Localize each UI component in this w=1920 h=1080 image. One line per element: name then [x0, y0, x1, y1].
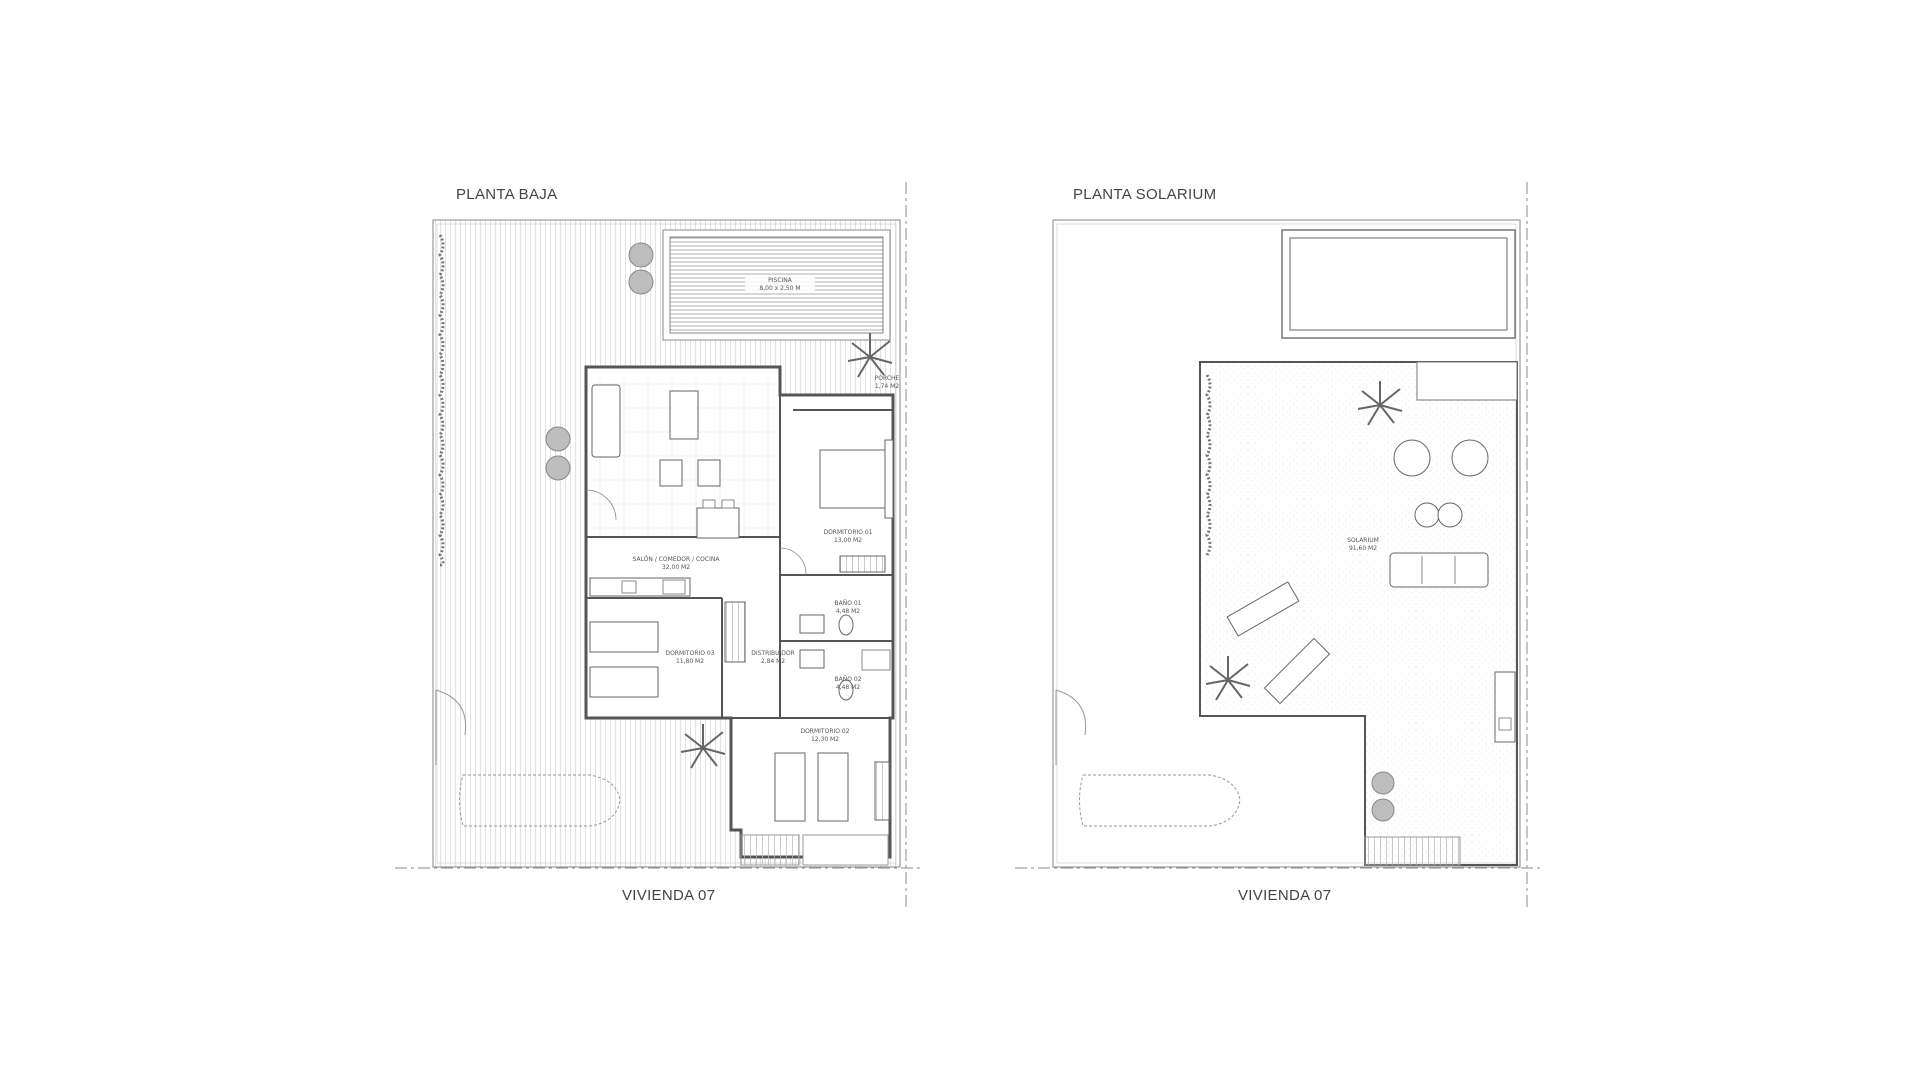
palm-icon — [1205, 656, 1251, 701]
room-area: 32,00 M2 — [662, 564, 690, 571]
room-area: 13,00 M2 — [834, 537, 862, 544]
left-plan-caption: VIVIENDA 07 — [622, 887, 716, 904]
palm-icon — [1357, 381, 1403, 426]
pool: PISCINA 8,00 x 2,50 M — [662, 229, 891, 341]
room-label: SOLARIUM — [1347, 537, 1379, 544]
planta-solarium-plan: SOLARIUM 91,60 M2 — [1015, 182, 1540, 910]
palm-icon — [847, 333, 893, 378]
right-plan-title: PLANTA SOLARIUM — [1073, 186, 1217, 203]
room-label: BAÑO 02 — [835, 676, 862, 683]
room-label: DORMITORIO 03 — [665, 650, 714, 657]
room-area: 2,84 M2 — [761, 658, 785, 665]
room-area: 1,74 M2 — [875, 383, 899, 390]
pool-size: 8,00 x 2,50 M — [759, 285, 800, 292]
room-area: 4,48 M2 — [836, 608, 860, 615]
room-area: 11,80 M2 — [676, 658, 704, 665]
planta-baja-plan: PISCINA 8,00 x 2,50 M — [395, 182, 920, 910]
room-label: DORMITORIO 02 — [800, 728, 849, 735]
room-label: BAÑO 01 — [835, 600, 862, 607]
room-label: DISTRIBUIDOR — [751, 650, 795, 657]
room-label: DORMITORIO 01 — [823, 529, 872, 536]
right-plan-caption: VIVIENDA 07 — [1238, 887, 1332, 904]
pool-label: PISCINA — [768, 277, 793, 284]
room-label: SALÓN / COMEDOR / COCINA — [633, 556, 721, 563]
room-area: 12,30 M2 — [811, 736, 839, 743]
room-area: 91,60 M2 — [1349, 545, 1377, 552]
room-label: PORCHE — [875, 375, 900, 382]
left-plan-title: PLANTA BAJA — [456, 186, 558, 203]
room-area: 4,48 M2 — [836, 684, 860, 691]
palm-icon — [680, 724, 726, 769]
